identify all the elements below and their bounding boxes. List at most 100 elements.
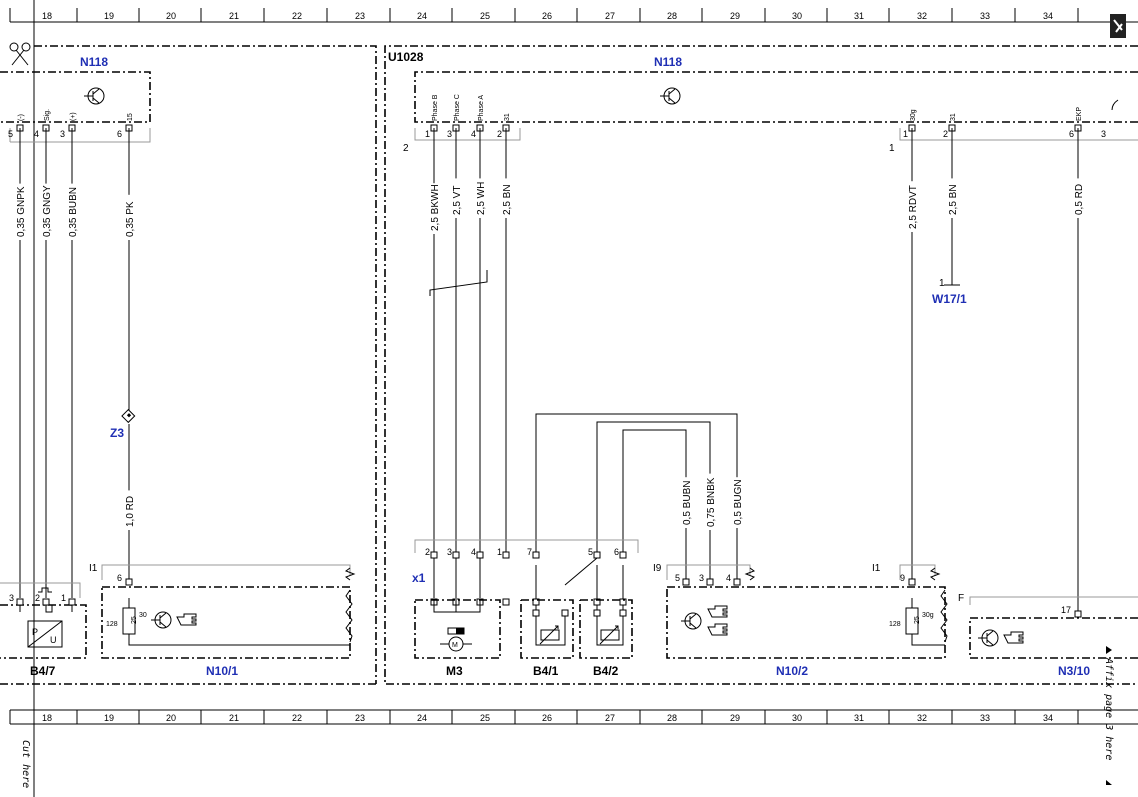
ruler-col-23: 23 <box>355 11 365 21</box>
x1-pin <box>532 551 540 559</box>
n10-2-resistor: 25 <box>914 616 921 624</box>
arrow-right-icon <box>1106 646 1112 654</box>
pin-label: 31 <box>504 113 511 121</box>
n10-1-r-left: 128 <box>106 621 118 628</box>
ruler-col-27: 27 <box>605 11 615 21</box>
ruler-col-25: 25 <box>480 713 490 723</box>
svg-text:M: M <box>452 642 458 649</box>
sensor-pin <box>619 609 627 617</box>
ruler-col-30: 30 <box>792 11 802 21</box>
ruler-col-21: 21 <box>229 11 239 21</box>
n10-2-r-left: 128 <box>889 621 901 628</box>
ruler-col-27: 27 <box>605 713 615 723</box>
w17-1-label[interactable]: W17/1 <box>932 292 967 306</box>
ruler-col-21: 21 <box>229 713 239 723</box>
n3-10-label: N3/10 <box>1058 664 1090 678</box>
ruler-col-26: 26 <box>542 713 552 723</box>
transistor-icon <box>151 611 172 629</box>
pointing-hand-icon <box>707 623 728 636</box>
pin-number: 4 <box>34 129 39 139</box>
pin-number: 5 <box>588 547 593 557</box>
x1-pin <box>430 551 438 559</box>
pin-number: 2 <box>497 129 502 139</box>
x1-pin <box>502 551 510 559</box>
ruler-col-23: 23 <box>355 713 365 723</box>
b4-1-sensor[interactable]: B4/1 <box>520 599 574 678</box>
pin-label: (+) <box>70 112 77 121</box>
pin-number: 4 <box>471 547 476 557</box>
m3-motor[interactable]: M M3 <box>414 599 501 678</box>
pin-number: 6 <box>117 573 122 583</box>
w17-1-pin: 1 <box>939 278 945 289</box>
ruler-col-34: 34 <box>1043 713 1053 723</box>
pin-label: 31 <box>950 113 957 121</box>
u1028-label: U1028 <box>388 50 424 64</box>
wire-label: 0,5 BUGN <box>733 479 744 525</box>
n10-2-pin <box>706 578 714 586</box>
wire-label: 0,35 GNGY <box>42 185 53 237</box>
n118-main-module[interactable]: N118 2 1 <box>403 55 1138 154</box>
x1-connector[interactable]: x1 <box>412 539 639 585</box>
n10-2-right-connector-label: I1 <box>872 563 881 574</box>
z3-splice[interactable]: Z3 <box>110 408 136 440</box>
ruler-col-24: 24 <box>417 713 427 723</box>
pointing-hand-icon <box>1003 631 1024 644</box>
pin-number: 6 <box>614 547 619 557</box>
z3-label: Z3 <box>110 426 124 440</box>
pin-number: 2 <box>943 129 948 139</box>
n10-1-connector-label: I1 <box>89 563 98 574</box>
transistor-icon <box>978 629 999 647</box>
n3-10-module[interactable]: F N3/10 <box>958 593 1138 678</box>
n10-2-pin <box>682 578 690 586</box>
affix-here-text: Affix page 3 here <box>1103 657 1114 760</box>
pin-number: 3 <box>9 593 14 603</box>
transistor-icon <box>84 87 105 105</box>
b4-2-label: B4/2 <box>593 664 619 678</box>
n10-2-module[interactable]: I9 I1 25 128 30g N10/2 <box>653 563 948 678</box>
b4-7-sensor[interactable]: P U B4/7 <box>0 582 87 678</box>
pin-number: 1 <box>425 129 430 139</box>
n118-main-label: N118 <box>654 55 682 69</box>
pointing-hand-icon <box>176 613 197 626</box>
x1-pin <box>593 551 601 559</box>
area-u1028-border <box>384 45 1138 685</box>
sensor-pin <box>593 609 601 617</box>
transistor-icon <box>681 612 702 630</box>
ruler-col-24: 24 <box>417 11 427 21</box>
wire-label: 2,5 VT <box>452 186 463 215</box>
transistor-icon <box>660 87 681 105</box>
connector-2-label: 2 <box>403 143 409 154</box>
b4-1-label: B4/1 <box>533 664 559 678</box>
n118-left-module[interactable]: N118 <box>0 55 151 143</box>
n3-10-connector-label: F <box>958 593 964 604</box>
b4-7-pin <box>68 598 76 606</box>
n10-1-r-right: 30 <box>139 612 147 619</box>
scissors-icon[interactable] <box>9 42 31 66</box>
ruler-col-18: 18 <box>42 11 52 21</box>
n10-2-r-right: 30g <box>922 612 934 619</box>
ruler-col-31: 31 <box>854 11 864 21</box>
pin-number: 2 <box>425 547 430 557</box>
cut-here-text: Cut here <box>20 740 31 788</box>
wire-label: 0,35 PK <box>125 201 136 237</box>
ruler-col-20: 20 <box>166 713 176 723</box>
pin-number: 7 <box>527 547 532 557</box>
pin-label: Phase A <box>478 95 485 121</box>
pin-label: 30g <box>910 109 917 121</box>
pin-number: 4 <box>471 129 476 139</box>
pin-number: 3 <box>699 573 704 583</box>
pin-number: 1 <box>903 129 908 139</box>
ruler-col-31: 31 <box>854 713 864 723</box>
ruler-col-19: 19 <box>104 713 114 723</box>
pdf-icon[interactable] <box>1110 14 1126 38</box>
pin-label: EKP <box>1076 107 1083 121</box>
n10-1-module[interactable]: I1 25 128 30 N10/1 <box>89 563 356 678</box>
b4-7-u: U <box>50 635 57 645</box>
ruler-col-18: 18 <box>42 713 52 723</box>
b4-2-sensor[interactable]: B4/2 <box>579 599 633 678</box>
wire-label: 0,5 BUBN <box>682 481 693 525</box>
ruler-col-32: 32 <box>917 11 927 21</box>
